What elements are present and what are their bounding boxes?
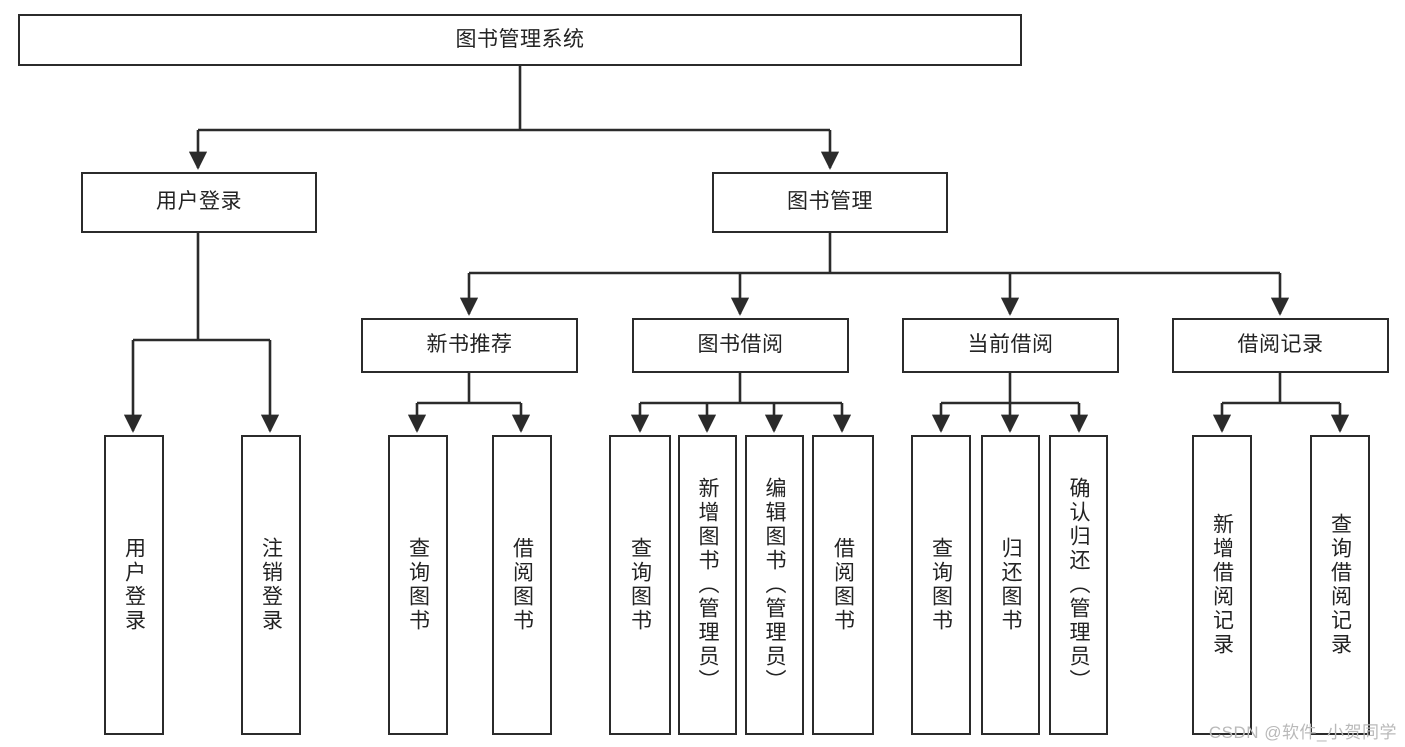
leaf-confirm-return-label: 确认归还（管理员） <box>1067 477 1090 693</box>
node-book-manage[interactable]: 图书管理 <box>712 172 948 233</box>
node-root-label: 图书管理系统 <box>455 27 585 51</box>
node-book-borrow[interactable]: 图书借阅 <box>632 318 849 373</box>
leaf-query-borrow-record-label: 查询借阅记录 <box>1328 513 1352 657</box>
node-new-book-recommend-label: 新书推荐 <box>426 333 513 357</box>
leaf-return-book-label: 归还图书 <box>999 537 1022 633</box>
leaf-borrow-book[interactable]: 借阅图书 <box>812 435 874 735</box>
leaf-user-login[interactable]: 用户登录 <box>104 435 164 735</box>
leaf-logout-login-label: 注销登录 <box>259 537 283 633</box>
leaf-query-book-current[interactable]: 查询图书 <box>911 435 971 735</box>
leaf-confirm-return[interactable]: 确认归还（管理员） <box>1049 435 1108 735</box>
leaf-return-book[interactable]: 归还图书 <box>981 435 1040 735</box>
leaf-add-borrow-record[interactable]: 新增借阅记录 <box>1192 435 1252 735</box>
leaf-query-book-recommend-label: 查询图书 <box>406 537 430 633</box>
leaf-add-book-label: 新增图书（管理员） <box>696 477 719 693</box>
leaf-query-book-recommend[interactable]: 查询图书 <box>388 435 448 735</box>
node-borrow-record-label: 借阅记录 <box>1237 333 1324 357</box>
node-current-borrow-label: 当前借阅 <box>967 333 1054 357</box>
leaf-add-book[interactable]: 新增图书（管理员） <box>678 435 737 735</box>
node-book-borrow-label: 图书借阅 <box>697 333 784 357</box>
node-new-book-recommend[interactable]: 新书推荐 <box>361 318 578 373</box>
leaf-edit-book-label: 编辑图书（管理员） <box>763 477 786 693</box>
leaf-edit-book[interactable]: 编辑图书（管理员） <box>745 435 804 735</box>
leaf-borrow-book-recommend[interactable]: 借阅图书 <box>492 435 552 735</box>
leaf-user-login-label: 用户登录 <box>122 537 146 633</box>
leaf-logout-login[interactable]: 注销登录 <box>241 435 301 735</box>
node-user-login[interactable]: 用户登录 <box>81 172 317 233</box>
watermark-text: CSDN @软件_小贺同学 <box>1208 723 1397 742</box>
node-current-borrow[interactable]: 当前借阅 <box>902 318 1119 373</box>
node-user-login-label: 用户登录 <box>156 190 242 214</box>
leaf-query-borrow-record[interactable]: 查询借阅记录 <box>1310 435 1370 735</box>
leaf-query-book-borrow[interactable]: 查询图书 <box>609 435 671 735</box>
leaf-query-book-current-label: 查询图书 <box>929 537 953 633</box>
node-root-system[interactable]: 图书管理系统 <box>18 14 1022 66</box>
node-book-manage-label: 图书管理 <box>787 190 873 214</box>
node-borrow-record[interactable]: 借阅记录 <box>1172 318 1389 373</box>
leaf-borrow-book-recommend-label: 借阅图书 <box>510 537 534 633</box>
leaf-query-book-borrow-label: 查询图书 <box>628 537 652 633</box>
leaf-add-borrow-record-label: 新增借阅记录 <box>1210 513 1234 657</box>
leaf-borrow-book-label: 借阅图书 <box>831 537 855 633</box>
